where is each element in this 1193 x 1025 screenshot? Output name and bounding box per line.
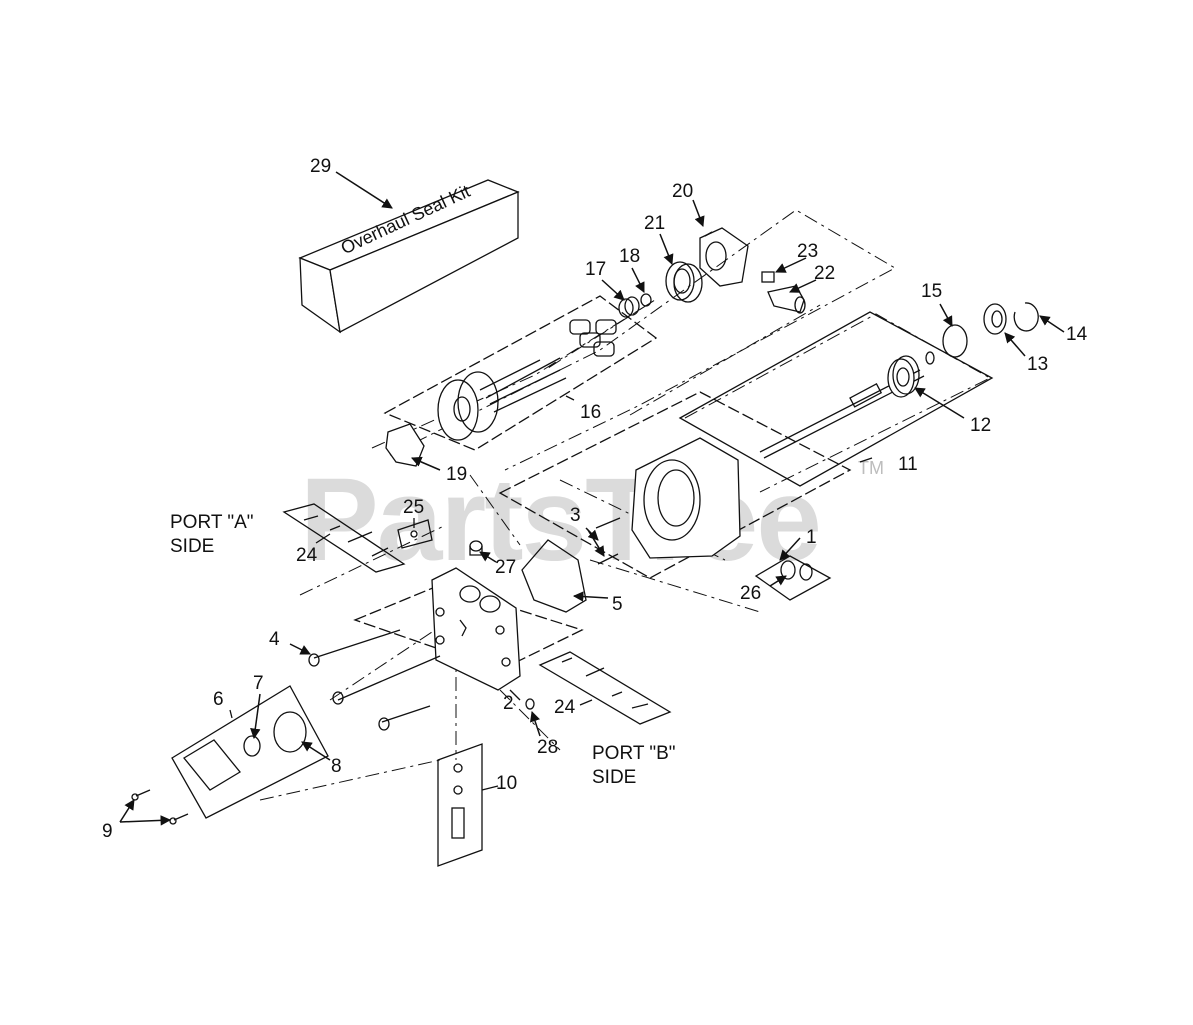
bearing-12-part[interactable] [887,355,920,398]
bearing-21-part[interactable] [665,261,703,303]
callout-10[interactable]: 10 [496,773,518,794]
bearing-13-part[interactable] [983,303,1007,335]
callout-29[interactable]: 29 [310,156,332,177]
o-ring-8-part[interactable] [273,711,307,753]
nut-7-part[interactable] [243,735,261,757]
callout-3[interactable]: 3 [570,505,581,526]
callout-6[interactable]: 6 [213,689,224,710]
pins-3-part[interactable] [595,517,621,565]
spring-17-part[interactable] [618,296,640,318]
callout-22[interactable]: 22 [814,263,836,284]
callout-12[interactable]: 12 [970,415,992,436]
seal-26-part[interactable] [754,555,832,601]
bolts-4-part[interactable] [308,629,441,731]
retaining-ring-14-part[interactable] [1013,302,1039,332]
callout-27[interactable]: 27 [495,557,517,578]
plug-27-part[interactable] [469,540,483,556]
screws-9-part[interactable] [131,789,189,825]
callout-24-port-a[interactable]: 24 [296,545,318,566]
callout-23[interactable]: 23 [797,241,819,262]
callout-19[interactable]: 19 [446,464,468,485]
cover-6-group[interactable] [171,685,329,819]
callout-14[interactable]: 14 [1066,324,1088,345]
valve-24b-group[interactable] [538,651,672,725]
callout-9[interactable]: 9 [102,821,113,842]
port-plate-19-part[interactable] [385,423,425,467]
o-ring-15-part[interactable] [942,324,968,358]
callout-16[interactable]: 16 [580,402,602,423]
key-23-part[interactable] [761,271,775,283]
callout-2[interactable]: 2 [503,693,514,714]
callout-11[interactable]: 11 [898,454,918,475]
housing-1-part[interactable] [498,391,852,579]
shaft-22-part[interactable] [767,285,806,314]
fitting-28-part[interactable] [525,698,535,710]
callout-25[interactable]: 25 [403,497,425,518]
callout-4[interactable]: 4 [269,629,280,650]
ring-small-part[interactable] [925,351,935,365]
gasket-5-part[interactable] [521,539,587,613]
callout-26[interactable]: 26 [740,583,762,604]
valve-10-group[interactable] [437,743,483,867]
washer-18-part[interactable] [640,293,652,307]
callout-17[interactable]: 17 [585,259,607,280]
watermark-trademark: TM [858,458,884,478]
rotating-kit-16-group[interactable] [383,295,658,451]
callout-1[interactable]: 1 [806,527,817,548]
callout-21[interactable]: 21 [644,213,666,234]
callout-20[interactable]: 20 [672,181,694,202]
callout-24-port-b[interactable]: 24 [554,697,576,718]
overhaul-seal-kit-box[interactable] [298,179,520,334]
callout-8[interactable]: 8 [331,756,342,777]
callout-28[interactable]: 28 [537,737,559,758]
center-section-2-part[interactable] [353,567,584,691]
callout-7[interactable]: 7 [253,673,264,694]
callout-5[interactable]: 5 [612,594,623,615]
callout-18[interactable]: 18 [619,246,641,267]
end-cap-part[interactable] [699,227,749,287]
port-a-side-label: PORT "A" SIDE [170,512,254,557]
callout-13[interactable]: 13 [1027,354,1049,375]
decal-25-part[interactable] [397,519,433,549]
valve-24a-group[interactable] [282,503,406,573]
port-b-side-label: PORT "B" SIDE [592,743,676,788]
callout-15[interactable]: 15 [921,281,943,302]
